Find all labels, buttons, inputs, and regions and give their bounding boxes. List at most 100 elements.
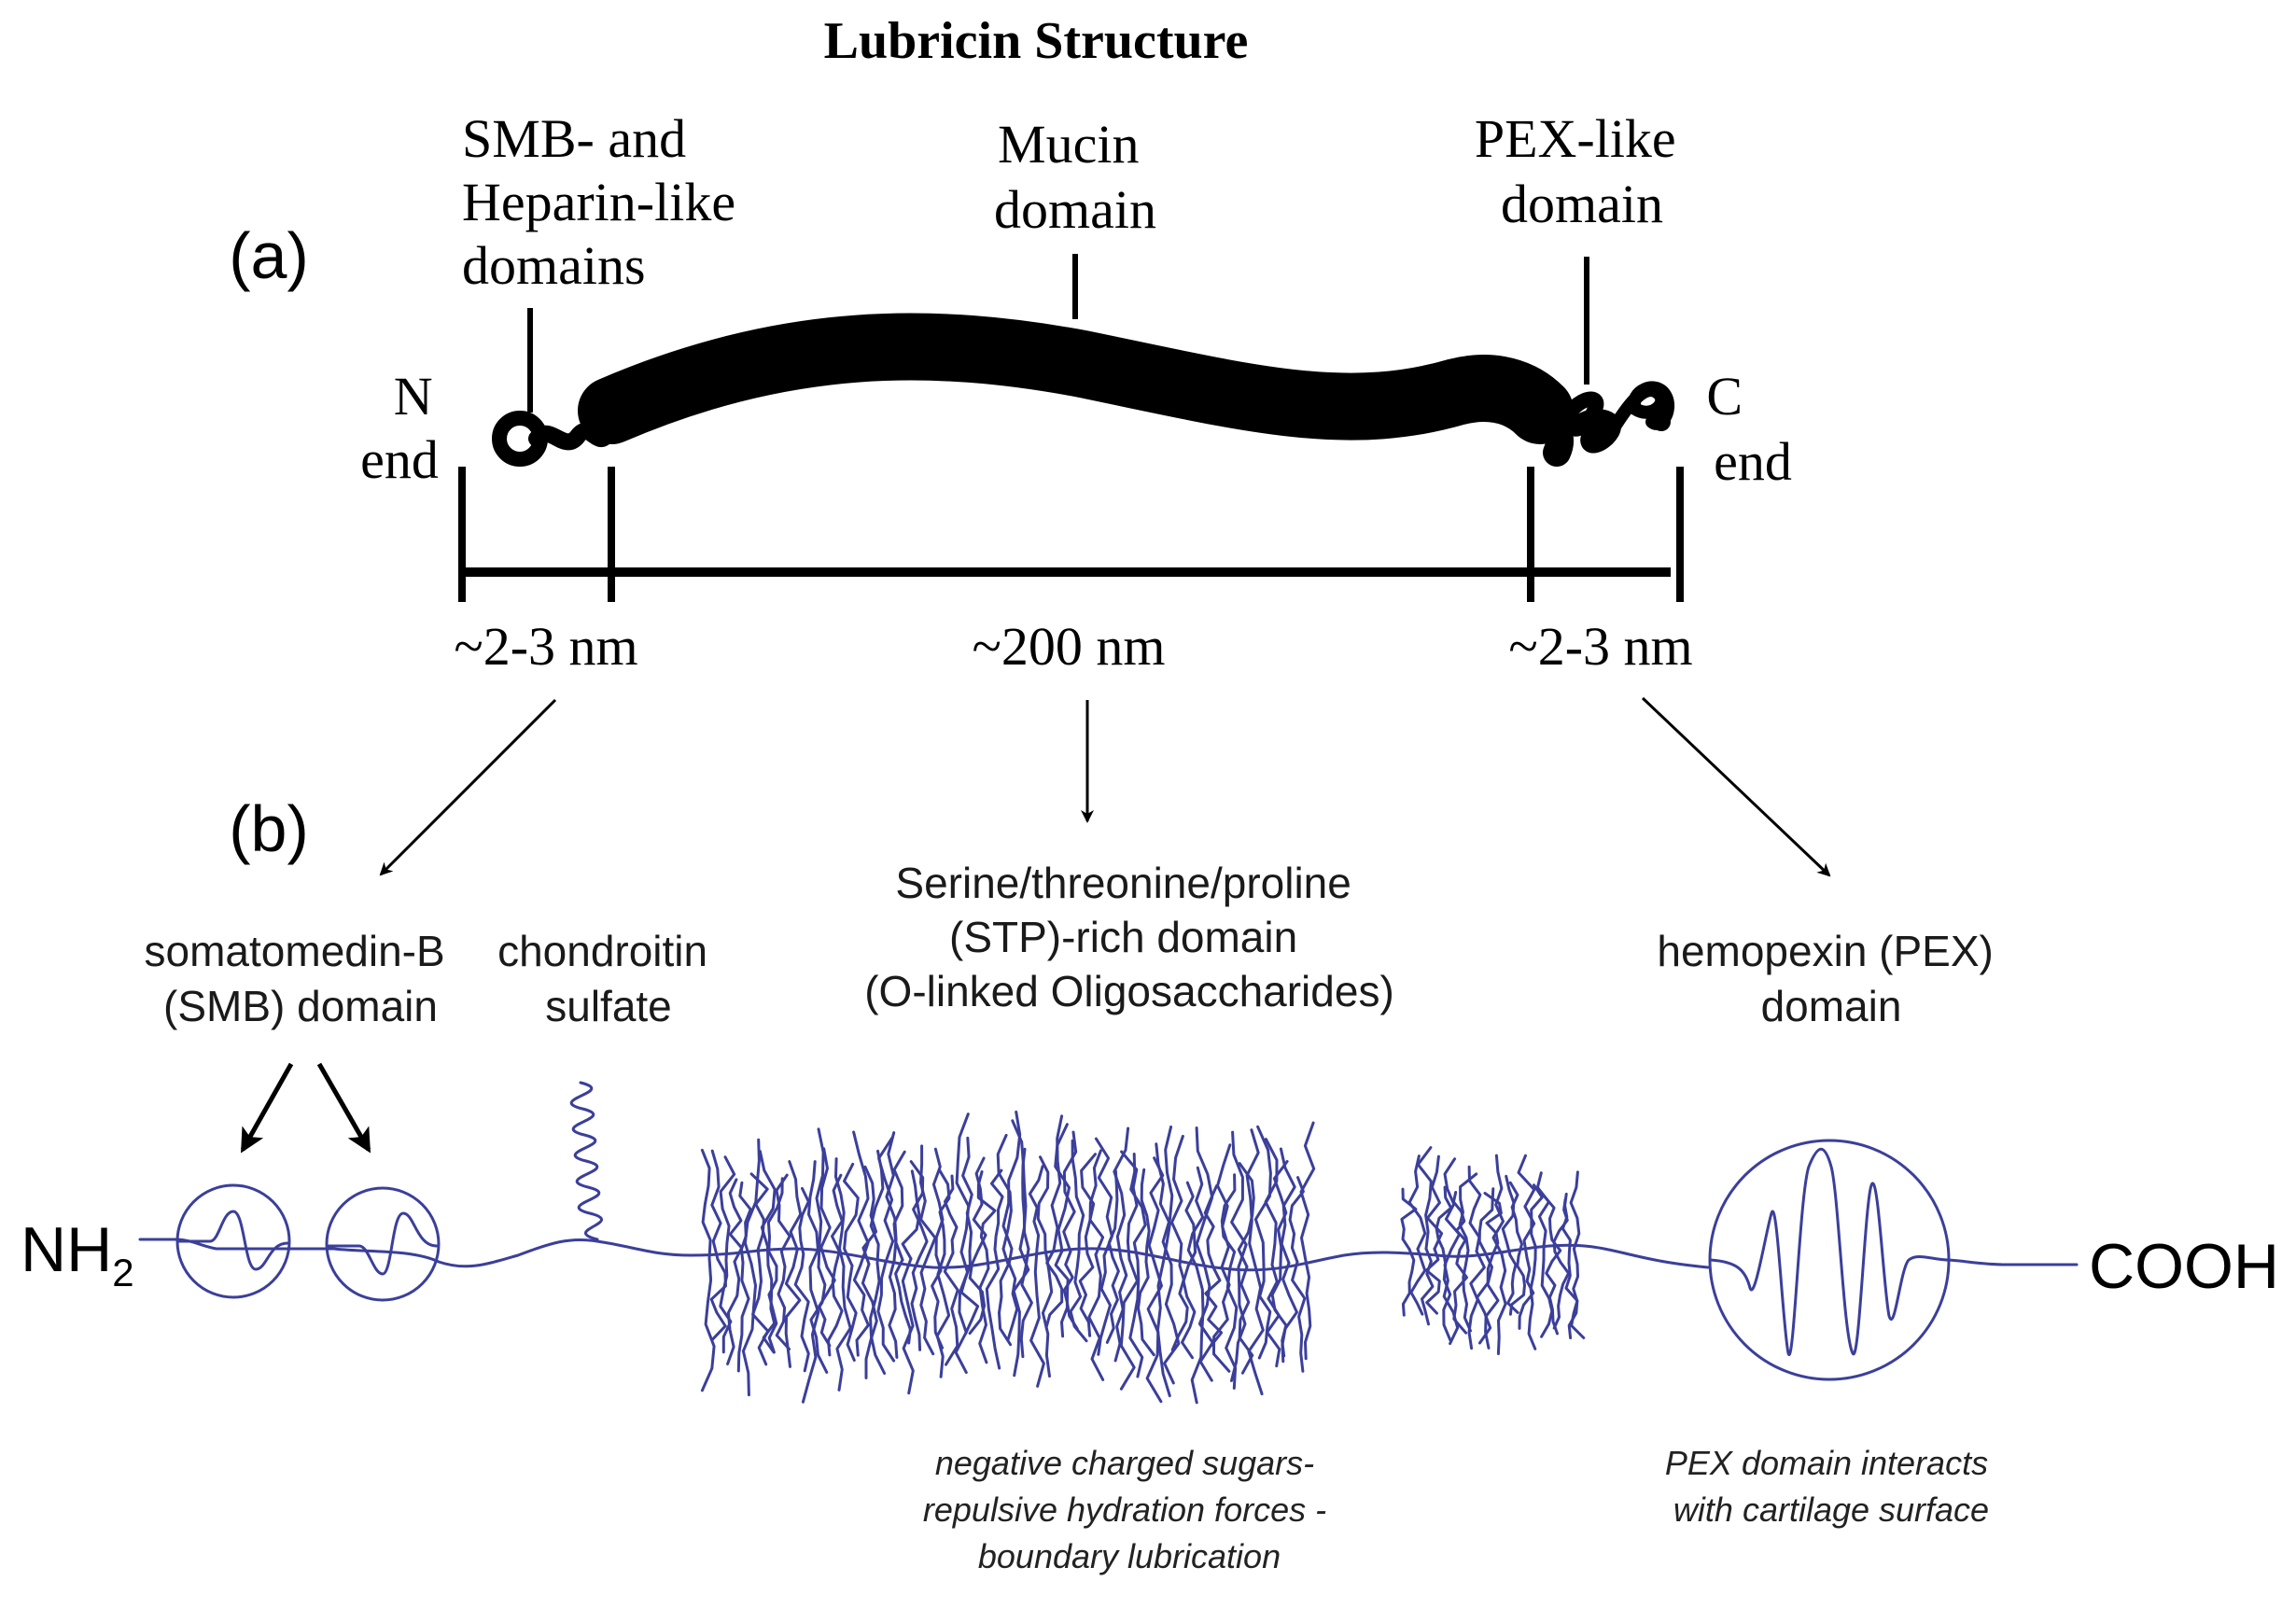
oligosaccharide-chain (818, 1266, 836, 1348)
oligosaccharide-chain (1113, 1126, 1130, 1260)
oligosaccharide-chain (1006, 1247, 1019, 1341)
smb-circle-2 (325, 1186, 441, 1302)
oligosaccharide-chain (1238, 1265, 1254, 1375)
oligosaccharide-chain (876, 1260, 896, 1363)
oligosaccharide-chain (938, 1168, 951, 1256)
pex-fold (1709, 1147, 1951, 1356)
oligosaccharide-chain (1401, 1247, 1416, 1317)
oligosaccharide-chain (1029, 1248, 1045, 1388)
oligosaccharide-chain (758, 1150, 777, 1267)
oligosaccharide-chain (888, 1259, 899, 1359)
smb-circle-1 (175, 1183, 291, 1299)
oligosaccharide-chain (861, 1165, 878, 1266)
n-end-line1: N (394, 366, 433, 427)
oligosaccharide-chain (819, 1147, 832, 1269)
oligosaccharide-chain (1407, 1154, 1427, 1251)
pex-like-label: PEX-like domain (1475, 108, 1689, 234)
oligosaccharide-chain (1245, 1128, 1260, 1268)
oligosaccharide-chain (1483, 1192, 1503, 1255)
pex-note-line2: with cartilage surface (1673, 1490, 1989, 1529)
oligosaccharide-chain (1230, 1130, 1248, 1269)
c-terminal-knot (1652, 413, 1671, 431)
oligosaccharide-chain (1279, 1147, 1296, 1265)
arrow-pex (1641, 696, 1831, 877)
oligosaccharide-chain (743, 1138, 761, 1266)
oligosaccharide-chain (843, 1162, 860, 1267)
oligosaccharide-chain (846, 1264, 858, 1362)
oligosaccharide-chain (1527, 1257, 1537, 1350)
oligosaccharide-chain (909, 1160, 929, 1259)
oligosaccharide-chain (788, 1160, 803, 1269)
oligosaccharide-chain (793, 1266, 810, 1373)
pex-like-label-line2: domain (1501, 174, 1663, 234)
oligosaccharide-chain (1088, 1149, 1105, 1256)
oligosaccharide-chain (1424, 1247, 1441, 1315)
oligosaccharide-chain (1021, 1147, 1030, 1251)
smb-heparin-label-line3: domains (462, 235, 646, 296)
oligosaccharide-chain (741, 1262, 757, 1397)
oligosaccharide-chain (1304, 1259, 1312, 1361)
oligosaccharide-chain (1421, 1247, 1435, 1326)
nh2-text: NH (21, 1214, 112, 1285)
oligosaccharide-chain (1264, 1138, 1279, 1266)
oligosaccharide-chain (1028, 1165, 1044, 1251)
stp-domain-line1: Serine/threonine/proline (895, 859, 1351, 907)
smb-heparin-label-line2: Heparin-like (462, 172, 735, 232)
mucin-label-line2: domain (994, 179, 1156, 240)
oligosaccharide-chain (943, 1252, 959, 1366)
length-left: ~2-3 nm (454, 616, 637, 677)
smb-domain-1 (175, 1183, 291, 1299)
oligosaccharide-chain (1137, 1260, 1155, 1357)
oligosaccharide-chain (1281, 1261, 1298, 1364)
oligosaccharide-chain (700, 1256, 716, 1392)
nh2-terminus: NH2 (21, 1214, 134, 1294)
oligosaccharide-chain (762, 1264, 777, 1354)
oligosaccharide-chain (1147, 1156, 1165, 1265)
oligosaccharide-chain (1190, 1265, 1205, 1405)
oligosaccharide-chain (1272, 1160, 1289, 1266)
oligosaccharide-chain (901, 1169, 921, 1261)
oligosaccharide-chain (1508, 1181, 1523, 1258)
oligosaccharide-chain (1476, 1251, 1493, 1345)
oligosaccharide-chain (1484, 1252, 1500, 1350)
panel-b-label: (b) (229, 792, 309, 865)
smb-domain-2 (325, 1186, 441, 1302)
pex-note-line1: PEX domain interacts (1665, 1444, 1988, 1482)
oligosaccharide-chain (1071, 1139, 1085, 1254)
oligosaccharide-chain (1087, 1252, 1105, 1381)
smb-domain-line2: (SMB) domain (163, 982, 438, 1030)
oligosaccharide-chain (775, 1265, 791, 1350)
oligosaccharide-chain (954, 1250, 970, 1375)
stp-note: negative charged sugars- repulsive hydra… (923, 1444, 1336, 1575)
oligosaccharide-chain (1530, 1183, 1544, 1261)
pex-note: PEX domain interacts with cartilage surf… (1665, 1444, 1997, 1529)
oligosaccharide-chain (968, 1249, 987, 1336)
pex-circle (1708, 1139, 1951, 1381)
oligosaccharide-chain (834, 1157, 846, 1268)
mucin-label-line1: Mucin (998, 114, 1139, 175)
oligosaccharide-chain (726, 1260, 741, 1365)
oligosaccharide-chain (1107, 1169, 1119, 1259)
oligosaccharide-chain (931, 1147, 945, 1257)
oligosaccharide-chain (719, 1155, 736, 1262)
oligosaccharide-chain (1019, 1247, 1033, 1359)
oligosaccharide-chain (1452, 1248, 1468, 1335)
oligosaccharide-chain (901, 1257, 915, 1395)
oligosaccharide-chain (798, 1186, 810, 1269)
oligosaccharide-chain (1128, 1259, 1144, 1378)
oligosaccharide-chain (955, 1112, 971, 1253)
oligosaccharide-chain (1170, 1134, 1184, 1267)
oligosaccharide-chain (1155, 1142, 1171, 1266)
length-right: ~2-3 nm (1508, 616, 1692, 677)
oligosaccharide-chain (1288, 1176, 1305, 1264)
oligosaccharide-chain (1257, 1264, 1272, 1360)
oligosaccharide-chain (910, 1255, 922, 1351)
arrow-smb (379, 698, 557, 876)
oligosaccharide-chain (1569, 1170, 1581, 1266)
oligosaccharide-chain (1054, 1249, 1070, 1338)
arrow-smb-circle-2 (316, 1062, 371, 1154)
stp-brush-main (700, 1110, 1316, 1405)
mucin-rod (578, 313, 1574, 444)
stp-note-line2: repulsive hydration forces - (923, 1490, 1326, 1529)
oligosaccharide-chain (1230, 1266, 1247, 1382)
